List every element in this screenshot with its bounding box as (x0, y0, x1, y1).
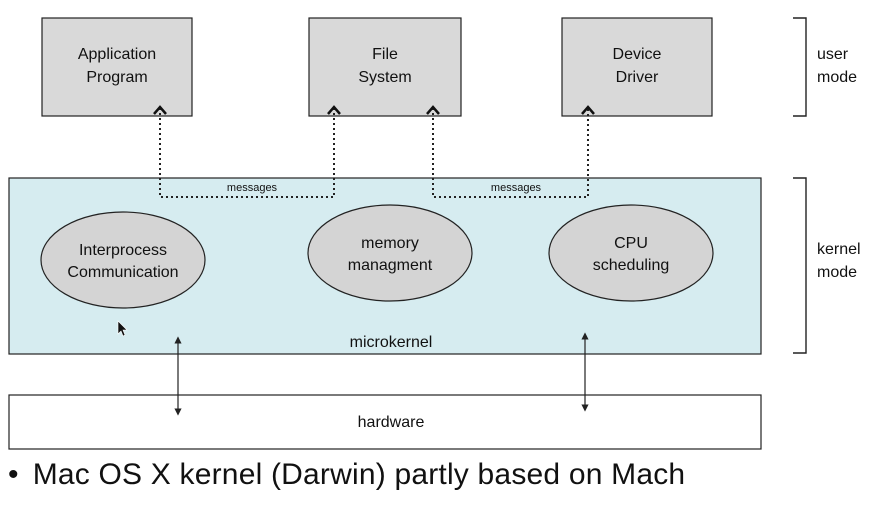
chevron-up-icon (327, 105, 341, 115)
kernel-service-cpu-scheduling: CPU scheduling (548, 204, 714, 302)
hardware-label: hardware (358, 414, 425, 431)
kernel-service-interprocess-communication: Interprocess Communication (40, 211, 206, 309)
kernel-service-memory-line1: memory (361, 235, 419, 252)
chevron-up-icon (581, 105, 595, 115)
user-box-application-program-line2: Program (86, 69, 147, 86)
hardware-box (8, 394, 762, 450)
chevron-up-icon (153, 105, 167, 115)
message-arrow-heads (153, 105, 595, 115)
user-box-application-program: Application Program (41, 17, 193, 117)
microkernel-label: microkernel (350, 334, 433, 351)
bullet-symbol: • (8, 458, 19, 491)
user-box-application-program-line1: Application (78, 46, 156, 63)
kernel-service-cpu-line2: scheduling (593, 257, 670, 274)
user-mode-label-line1: user (817, 46, 849, 63)
user-box-device-driver: Device Driver (561, 17, 713, 117)
user-box-file-system: File System (308, 17, 462, 117)
message-label-left: messages (227, 182, 278, 194)
message-label-right: messages (491, 182, 542, 194)
user-box-file-system-line1: File (372, 46, 398, 63)
kernel-service-ipc-line1: Interprocess (79, 242, 167, 259)
user-box-device-driver-line1: Device (613, 46, 662, 63)
chevron-up-icon (426, 105, 440, 115)
user-box-file-system-line2: System (358, 69, 411, 86)
user-mode-label-line2: mode (817, 69, 857, 86)
user-box-device-driver-line2: Driver (616, 69, 659, 86)
kernel-service-memory-management: memory managment (307, 204, 473, 302)
message-path-left (159, 108, 335, 198)
kernel-service-cpu-line1: CPU (614, 235, 648, 252)
kernel-mode-label-line1: kernel (817, 241, 861, 258)
user-mode-bracket (793, 17, 807, 117)
kernel-mode-bracket (793, 177, 807, 354)
kernel-mode-label-line2: mode (817, 264, 857, 281)
kernel-service-memory-line2: managment (348, 257, 433, 274)
kernel-service-ipc-line2: Communication (67, 264, 178, 281)
bullet-text: Mac OS X kernel (Darwin) partly based on… (32, 458, 686, 491)
message-path-right (432, 108, 589, 198)
mouse-cursor-icon (117, 320, 128, 337)
bullet-point: • Mac OS X kernel (Darwin) partly based o… (8, 458, 685, 492)
